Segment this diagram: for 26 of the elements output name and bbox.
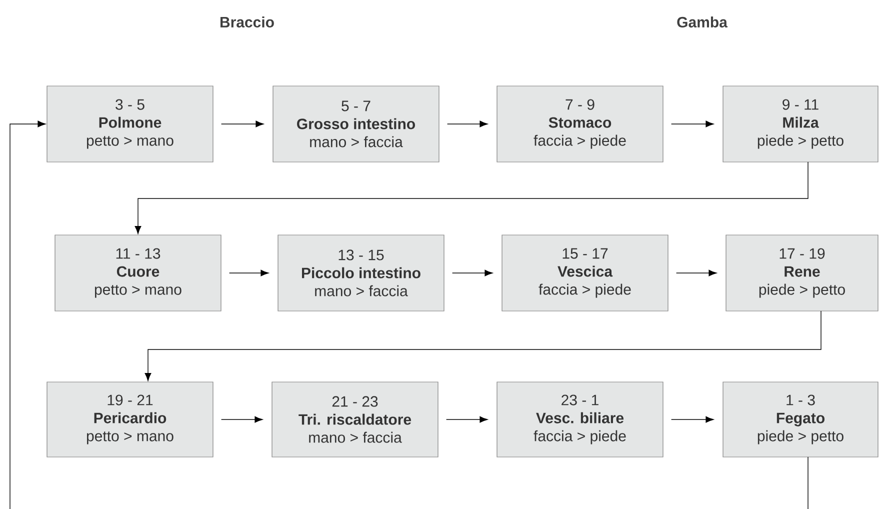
column-heading: Braccio: [220, 16, 274, 28]
process-box: 15 - 17 Vescica faccia > piede: [502, 234, 668, 312]
arrow: [220, 416, 263, 423]
arrow: [228, 270, 269, 276]
arrow: [670, 120, 714, 128]
arrow: [144, 310, 822, 381]
process-box: 21 - 23 Tri. riscaldatore mano > faccia: [272, 382, 438, 458]
process-box: 9 - 11 Milza piede > petto: [722, 86, 878, 162]
process-box: 5 - 7 Grosso intestino mano > faccia: [272, 86, 440, 162]
arrow: [446, 120, 488, 128]
arrow: [676, 270, 717, 276]
arrow: [220, 120, 264, 128]
process-box: 1 - 3 Fegato piede > petto: [722, 382, 878, 458]
arrow: [446, 416, 488, 423]
process-box: 3 - 5 Polmone petto > mano: [46, 86, 214, 162]
arrow: [10, 120, 808, 509]
arrow: [452, 270, 493, 276]
process-box: 7 - 9 Stomaco faccia > piede: [496, 86, 664, 162]
process-box: 11 - 13 Cuore petto > mano: [54, 234, 222, 312]
arrow: [134, 162, 808, 234]
process-box: 17 - 19 Rene piede > petto: [726, 234, 878, 312]
process-box: 13 - 15 Piccolo intestino mano > faccia: [278, 234, 444, 312]
column-heading: Gamba: [677, 16, 728, 28]
process-box: 19 - 21 Pericardio petto > mano: [46, 382, 214, 458]
arrow: [670, 416, 714, 423]
process-box: 23 - 1 Vesc. biliare faccia > piede: [496, 382, 664, 458]
